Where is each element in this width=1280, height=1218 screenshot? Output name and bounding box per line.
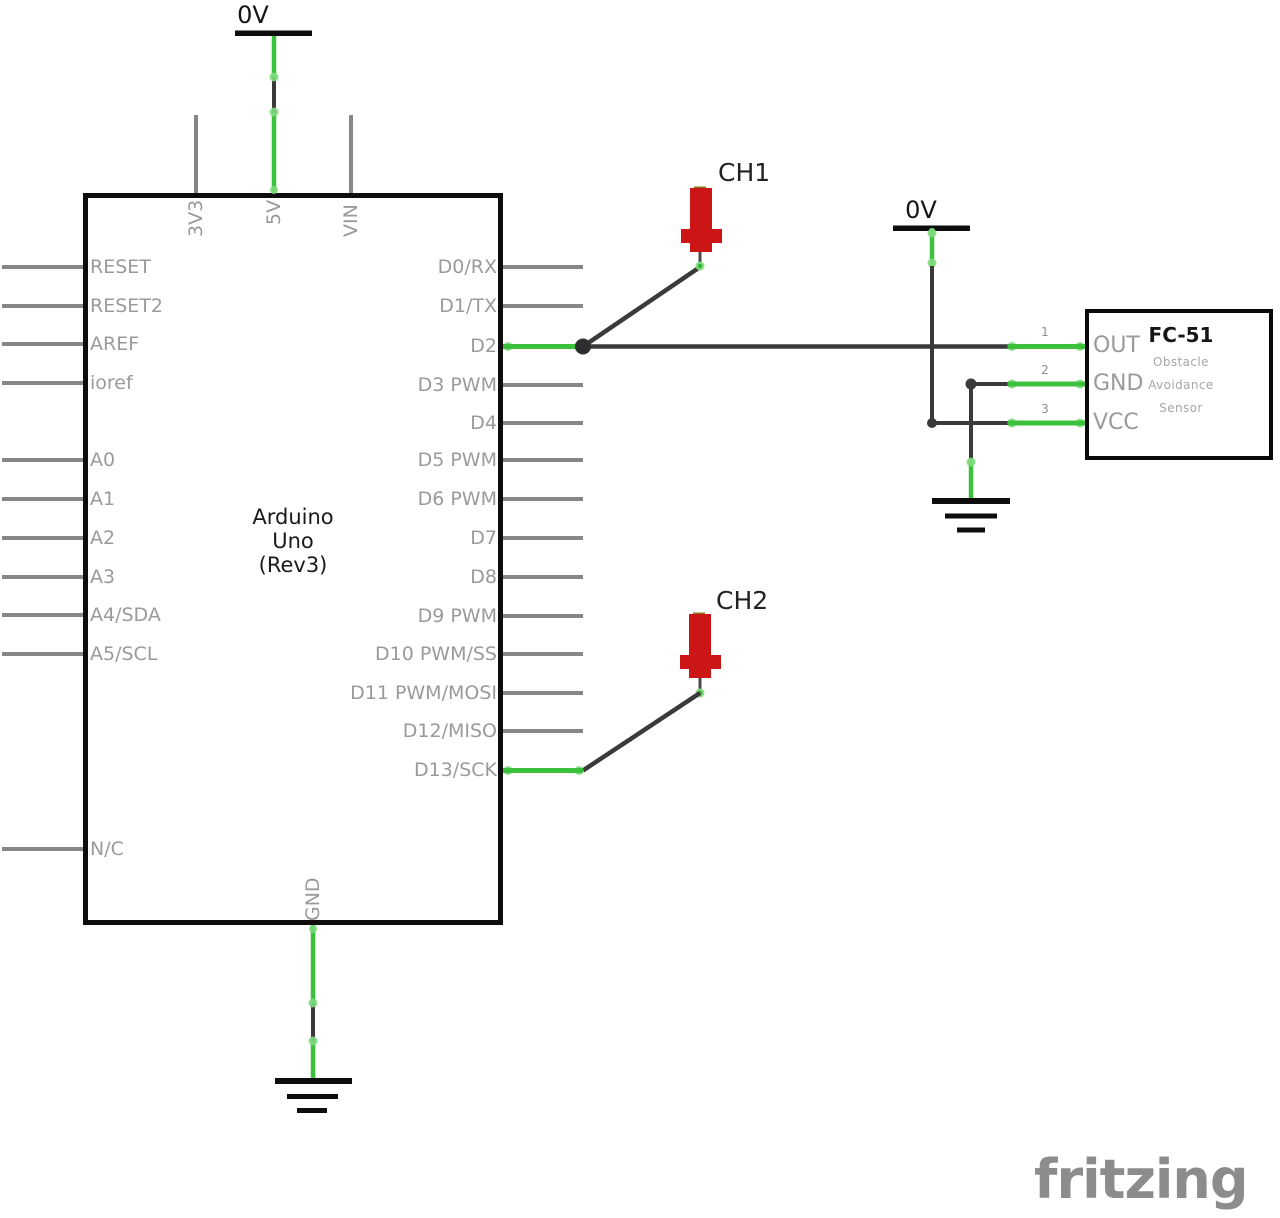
- pin-label-d10-pwm-ss: D10 PWM/SS: [374, 643, 497, 665]
- fc51-pin-number-3: 3: [1041, 402, 1049, 416]
- pin-label-d8: D8: [470, 566, 497, 588]
- power-rail-label-right: 0V: [905, 196, 937, 224]
- wire-rail-to-vcc[interactable]: [927, 228, 1008, 428]
- pin-label-a4-sda: A4/SDA: [90, 604, 161, 626]
- pin-label-a1: A1: [90, 488, 116, 510]
- pin-label-reset: RESET: [90, 256, 151, 278]
- pin-label-gnd: GND: [302, 877, 324, 921]
- pin-label-d2: D2: [470, 335, 497, 357]
- junction-dot-d2[interactable]: [575, 338, 591, 355]
- fc51-desc-line1: Obstacle: [1153, 355, 1209, 369]
- pin-label-3v3: 3V3: [185, 199, 207, 237]
- wire-5v-rail[interactable]: [269, 33, 279, 194]
- pin-label-aref: AREF: [90, 333, 140, 355]
- pin-label-d13-sck: D13/SCK: [414, 759, 497, 781]
- wire-d13-stub[interactable]: [503, 766, 584, 775]
- fc51-sensor-body[interactable]: [1085, 309, 1273, 460]
- ch1-label: CH1: [718, 158, 771, 187]
- fc51-pin-label-gnd: GND: [1093, 371, 1144, 396]
- fritzing-logo: fritzing: [1034, 1148, 1248, 1211]
- ground-symbol-right[interactable]: [932, 498, 1010, 533]
- fc51-pin-gnd[interactable]: [1007, 379, 1086, 389]
- arduino-uno-body[interactable]: [83, 193, 503, 925]
- arduino-name-line2: Uno: [272, 529, 314, 553]
- arduino-name-line3: (Rev3): [258, 553, 328, 577]
- pin-label-reset2: RESET2: [90, 295, 163, 317]
- pin-label-d11-pwm-mosi: D11 PWM/MOSI: [350, 682, 497, 704]
- pin-label-vin: VIN: [340, 204, 362, 237]
- fc51-pin-out[interactable]: [1007, 342, 1086, 351]
- ground-symbol-bottom[interactable]: [275, 1078, 352, 1113]
- power-rail-label-top: 0V: [237, 1, 269, 29]
- pin-label-d4: D4: [470, 412, 497, 434]
- pin-label-d1-tx: D1/TX: [439, 295, 497, 317]
- pin-label-a5-scl: A5/SCL: [90, 643, 158, 665]
- pin-label-n-c: N/C: [90, 838, 124, 860]
- wire-d2-stub[interactable]: [503, 342, 583, 351]
- pin-label-d6-pwm: D6 PWM: [417, 488, 497, 510]
- pin-label-d3-pwm: D3 PWM: [417, 374, 497, 396]
- pin-label-ioref: ioref: [90, 372, 133, 394]
- pin-label-a2: A2: [90, 527, 116, 549]
- pin-label-d7: D7: [470, 527, 497, 549]
- fc51-pin-label-vcc: VCC: [1093, 410, 1139, 435]
- power-rail-symbol-top[interactable]: [235, 30, 312, 37]
- wire-gnd-to-ground[interactable]: [965, 378, 1009, 502]
- ch1-connector[interactable]: [681, 186, 722, 271]
- ch2-label: CH2: [716, 586, 769, 615]
- wire-d13-to-ch2[interactable]: [581, 691, 702, 773]
- pin-label-5v: 5V: [263, 199, 285, 225]
- pin-label-d5-pwm: D5 PWM: [417, 449, 497, 471]
- arduino-name-line1: Arduino: [252, 505, 334, 529]
- pin-label-d0-rx: D0/RX: [437, 256, 497, 278]
- ch2-connector[interactable]: [680, 612, 721, 698]
- pin-label-d9-pwm: D9 PWM: [417, 605, 497, 627]
- pin-label-a0: A0: [90, 449, 116, 471]
- wire-gnd-bottom[interactable]: [308, 925, 318, 1081]
- pin-label-a3: A3: [90, 566, 116, 588]
- fc51-pin-vcc[interactable]: [1007, 418, 1086, 428]
- pin-label-d12-miso: D12/MISO: [402, 720, 497, 742]
- fc51-pin-number-1: 1: [1041, 325, 1049, 339]
- fc51-title: FC-51: [1148, 323, 1214, 347]
- fc51-desc-line3: Sensor: [1159, 401, 1203, 415]
- fc51-pin-label-out: OUT: [1093, 333, 1140, 358]
- fc51-desc-line2: Avoidance: [1148, 378, 1214, 392]
- wire-d2-to-ch1[interactable]: [581, 265, 702, 349]
- fc51-pin-number-2: 2: [1041, 363, 1049, 377]
